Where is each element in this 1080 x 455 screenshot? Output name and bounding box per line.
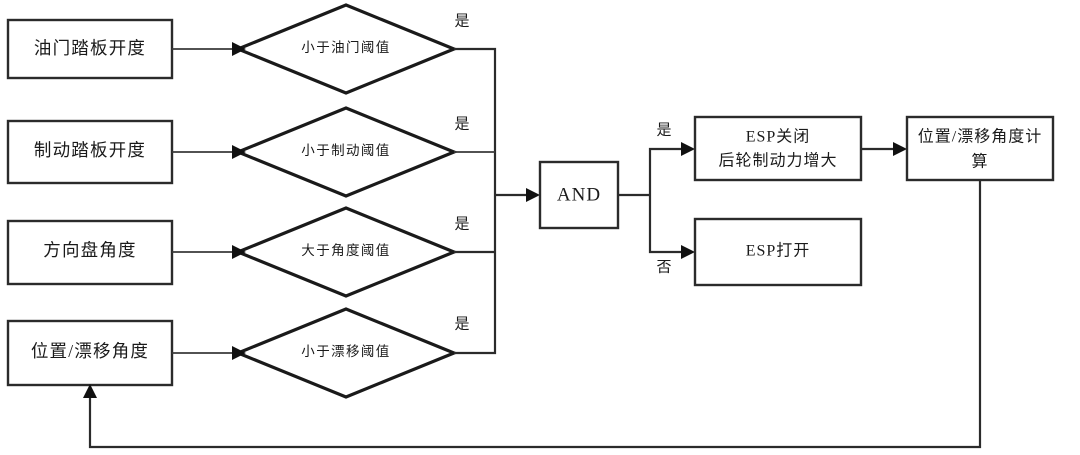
arrow-head-icon	[893, 142, 907, 156]
connector-and-to-split	[618, 142, 695, 259]
arrow-head-icon	[232, 245, 246, 259]
decision-node-steering[interactable]: 大于角度阈值	[233, 206, 459, 298]
input-label-steering: 方向盘角度	[43, 240, 137, 260]
output-label-esp-on-line1: ESP打开	[746, 242, 811, 260]
input-label-drift: 位置/漂移角度	[31, 341, 149, 361]
decision-label-drift: 小于漂移阈值	[301, 344, 390, 359]
connector-drift-to-decision	[172, 346, 246, 360]
arrow-head-icon	[526, 188, 540, 202]
connector-decision-throttle-yes	[454, 47, 497, 195]
connector-steering-to-decision	[172, 245, 246, 259]
output-node-esp-off[interactable]: ESP关闭 后轮制动力增大	[693, 115, 863, 182]
input-node-throttle[interactable]: 油门踏板开度	[6, 18, 174, 80]
arrow-head-icon	[681, 142, 695, 156]
and-gate-box[interactable]	[538, 160, 620, 230]
output-label-esp-off-line1: ESP关闭	[746, 128, 811, 146]
decision-label-brake: 小于制动阈值	[301, 143, 390, 158]
final-box-position-drift-calc[interactable]	[905, 115, 1055, 182]
yes-label-steering: 是	[454, 216, 469, 232]
yes-label-throttle: 是	[454, 13, 469, 29]
arrow-head-icon	[681, 245, 695, 259]
and-gate-label: AND	[557, 184, 601, 205]
yes-label-drift: 是	[454, 316, 469, 332]
connector-decision-drift-yes	[454, 195, 497, 355]
arrow-head-icon	[232, 42, 246, 56]
connector-brake-to-decision	[172, 145, 246, 159]
input-node-brake[interactable]: 制动踏板开度	[6, 119, 174, 185]
connector-feedback-loop	[83, 180, 982, 449]
decision-node-drift[interactable]: 小于漂移阈值	[233, 307, 459, 399]
arrow-head-icon	[232, 346, 246, 360]
final-node-position-drift-calc[interactable]: 位置/漂移角度计 算	[905, 115, 1055, 182]
input-box-steering[interactable]	[6, 219, 174, 286]
input-node-drift[interactable]: 位置/漂移角度	[6, 319, 174, 387]
output-label-esp-off-line2: 后轮制动力增大	[718, 152, 837, 170]
final-label-line2: 算	[971, 152, 988, 171]
connector-merge-to-and	[495, 188, 540, 202]
input-label-throttle: 油门踏板开度	[34, 38, 146, 58]
decision-label-steering: 大于角度阈值	[301, 243, 390, 258]
arrow-head-icon	[83, 384, 97, 398]
connector-throttle-to-decision	[172, 42, 246, 56]
output-box-esp-off[interactable]	[693, 115, 863, 182]
decision-node-brake[interactable]: 小于制动阈值	[233, 106, 459, 198]
connector-esp-off-to-final	[861, 142, 907, 156]
input-box-throttle[interactable]	[6, 18, 174, 80]
output-box-esp-on[interactable]	[693, 217, 863, 287]
input-label-brake: 制动踏板开度	[34, 140, 146, 160]
yes-label-brake: 是	[454, 116, 469, 132]
final-label-line1: 位置/漂移角度计	[918, 128, 1042, 146]
decision-node-throttle[interactable]: 小于油门阈值	[233, 3, 459, 95]
branch-yes-label: 是	[656, 122, 671, 138]
arrow-head-icon	[232, 145, 246, 159]
input-node-steering[interactable]: 方向盘角度	[6, 219, 174, 286]
branch-no-label: 否	[656, 259, 671, 275]
and-gate-node[interactable]: AND	[538, 160, 620, 230]
decision-label-throttle: 小于油门阈值	[301, 40, 390, 55]
output-node-esp-on[interactable]: ESP打开	[693, 217, 863, 287]
input-box-brake[interactable]	[6, 119, 174, 185]
